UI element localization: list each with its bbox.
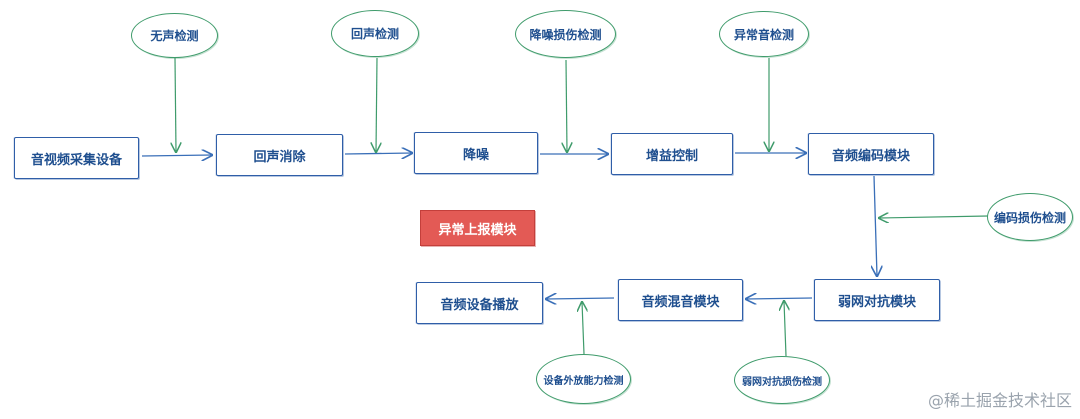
flow-arrow-mix-playback: [546, 298, 615, 299]
gain-control-box: 增益控制: [611, 133, 733, 175]
encode-damage-detector: 编码损伤检测: [987, 193, 1073, 241]
detector-arrow-denoise-damage: [566, 59, 567, 152]
detector-arrow-echo: [376, 57, 377, 152]
denoise-box: 降噪: [414, 132, 538, 174]
detector-arrow-encode-damage: [879, 216, 989, 218]
flow-arrow-echo-denoise: [344, 153, 412, 154]
silence-detector: 无声检测: [131, 13, 218, 58]
weak-net-damage-detector: 弱网对抗损伤检测: [734, 356, 830, 404]
detector-arrow-device-capability: [582, 302, 584, 355]
flow-arrow-encode-weaknet: [874, 175, 877, 276]
echo-detector: 回声检测: [331, 10, 419, 57]
watermark: @稀土掘金技术社区: [927, 391, 1072, 410]
weak-network-box: 弱网对抗模块: [814, 279, 940, 321]
flow-arrow-weaknet-mix: [746, 298, 813, 299]
audio-playback-box: 音频设备播放: [416, 282, 543, 324]
echo-cancellation-box: 回声消除: [216, 134, 343, 176]
abnormal-sound-detector: 异常音检测: [719, 11, 809, 57]
flow-arrow-capture-echo: [141, 155, 212, 156]
audio-encoding-box: 音频编码模块: [808, 133, 934, 175]
detector-arrow-weak-net-damage: [784, 301, 786, 357]
denoise-damage-detector: 降噪损伤检测: [515, 10, 616, 58]
anomaly-report-box: 异常上报模块: [420, 210, 535, 246]
device-capability-detector: 设备外放能力检测: [536, 354, 631, 404]
capture-device-box: 音视频采集设备: [14, 137, 139, 179]
detector-arrow-silence: [175, 57, 176, 152]
audio-mixing-box: 音频混音模块: [618, 279, 743, 321]
